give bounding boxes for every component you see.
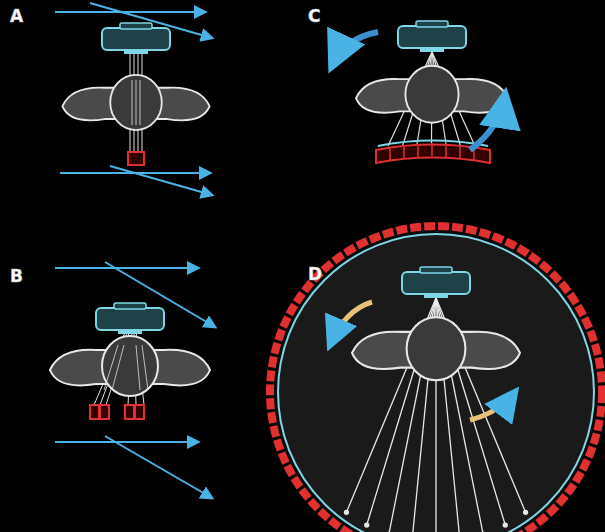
panel-letter: A <box>10 8 23 25</box>
panel-letter: D <box>308 266 322 283</box>
panel-c <box>332 21 508 163</box>
panel-letter: C <box>308 8 320 25</box>
panel-b <box>50 262 215 498</box>
panel-d <box>270 226 602 532</box>
panel-a <box>55 3 212 195</box>
panel-letter: B <box>10 268 23 285</box>
